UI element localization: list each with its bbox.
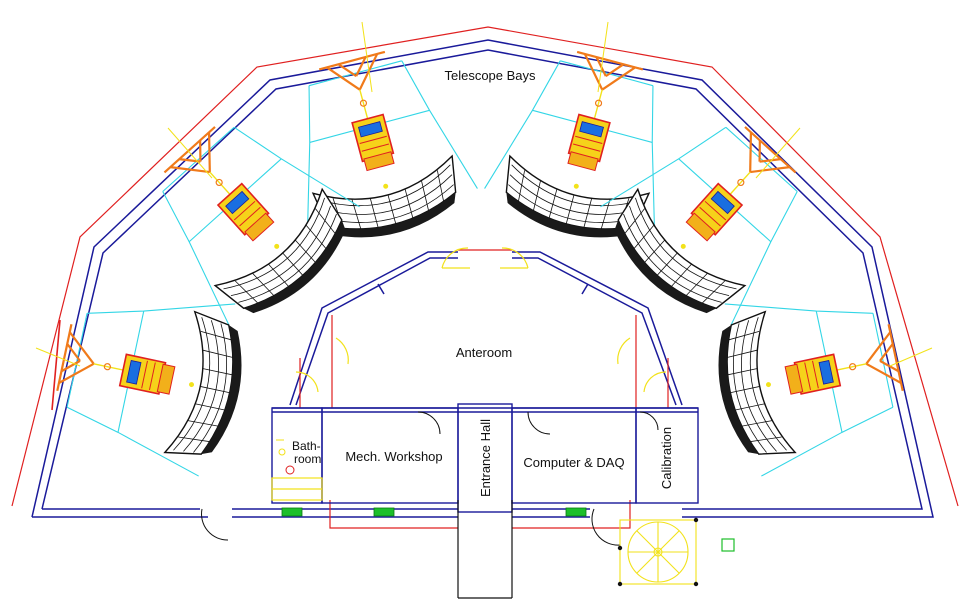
label-anteroom: Anteroom — [456, 345, 512, 360]
label-mech-workshop: Mech. Workshop — [345, 449, 442, 464]
label-entrance-hall: Entrance Hall — [478, 419, 493, 497]
room-labels: Telescope Bays Anteroom Bath- room Mech.… — [292, 68, 674, 497]
spiral-staircase — [619, 519, 697, 585]
label-telescope-bays: Telescope Bays — [444, 68, 536, 83]
label-calibration: Calibration — [659, 427, 674, 489]
telescope-5 — [44, 270, 258, 482]
interior-doors — [201, 411, 659, 546]
inner-red-wall — [51, 249, 669, 529]
exit-markers — [281, 507, 587, 517]
green-square — [721, 538, 735, 552]
outer-wall — [11, 26, 959, 507]
label-bathroom-line1: Bath- — [292, 439, 321, 453]
bathroom-fixtures — [276, 439, 295, 475]
telescopes — [44, 36, 916, 482]
anteroom-wall — [289, 251, 683, 406]
entrance-corridor — [457, 500, 513, 599]
doors — [271, 247, 667, 501]
label-computer-daq: Computer & DAQ — [523, 455, 624, 470]
alignment-rays — [35, 21, 933, 367]
stair-corners — [617, 517, 699, 587]
label-bathroom-line2: room — [294, 452, 321, 466]
telescope-6 — [702, 270, 916, 482]
telescope-3 — [123, 89, 376, 343]
lower-rooms — [271, 403, 699, 513]
